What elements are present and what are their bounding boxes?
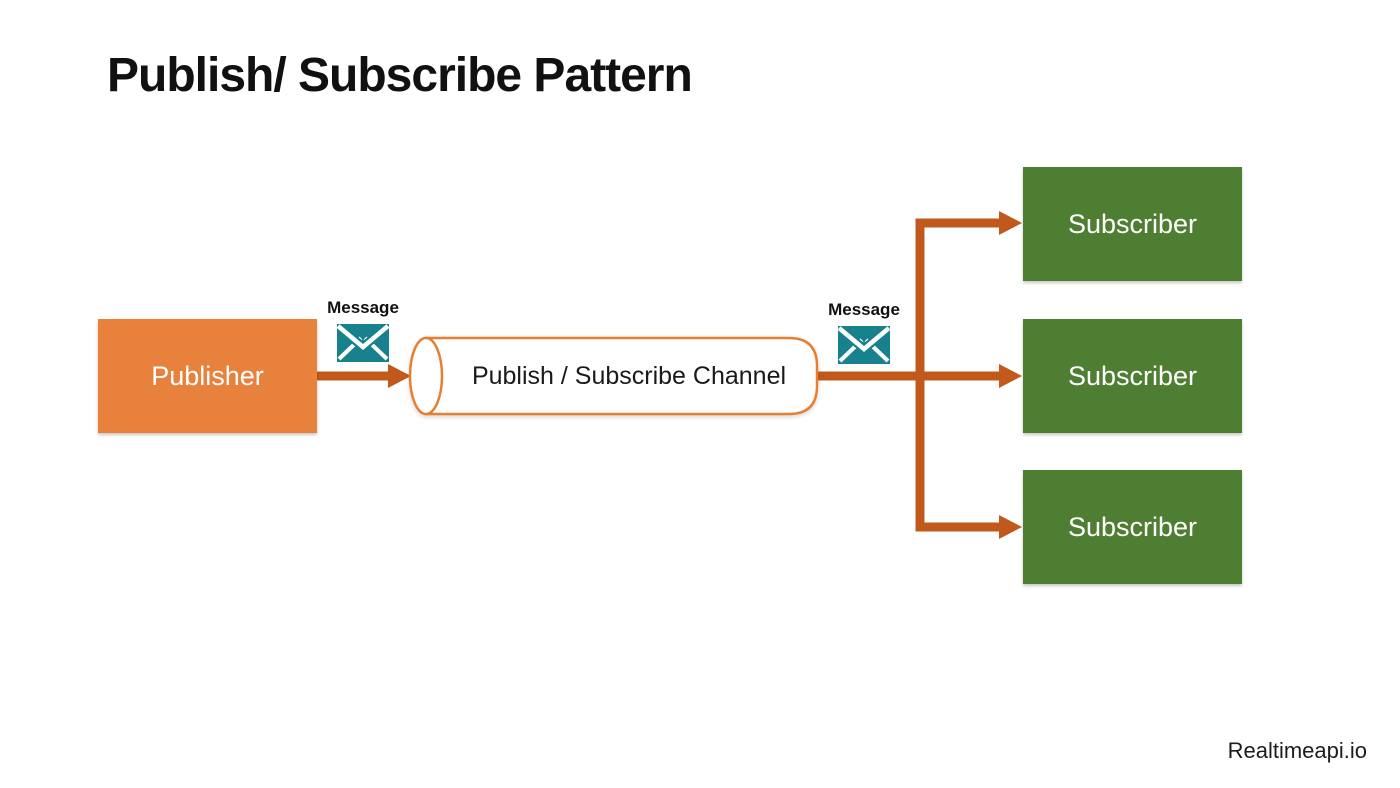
envelope-icon [337,324,389,362]
pubsub-channel-shape [408,336,819,416]
publisher-box: Publisher [98,319,317,433]
message-label: Message [327,298,399,317]
envelope-icon [838,326,890,364]
page-title: Publish/ Subscribe Pattern [107,49,693,102]
message-annotation-2: Message [824,300,904,364]
message-annotation-1: Message [323,298,403,362]
subscriber-box-3: Subscriber [1023,470,1242,584]
publisher-label: Publisher [151,360,264,391]
subscriber-label: Subscriber [1067,360,1198,391]
subscriber-label: Subscriber [1067,208,1198,239]
subscriber-label: Subscriber [1067,511,1198,542]
subscriber-box-1: Subscriber [1023,167,1242,281]
channel-label: Publish / Subscribe Channel [471,361,787,390]
brand-text: Realtimeapi.io [1227,738,1367,763]
subscriber-box-2: Subscriber [1023,319,1242,433]
message-label: Message [828,300,900,319]
